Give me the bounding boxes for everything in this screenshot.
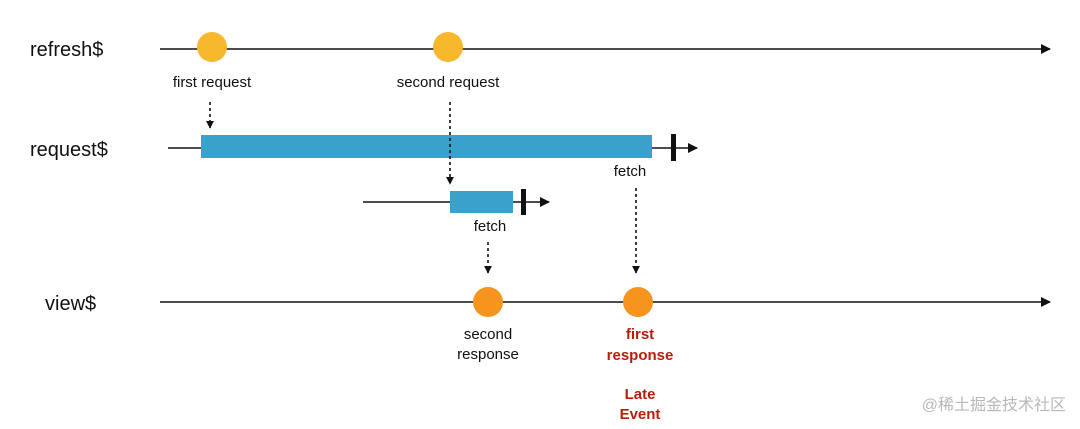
first-response-label-line1: first [626,326,654,343]
first-request-marble [197,32,227,62]
refresh-stream-label: refresh$ [30,39,103,61]
second-request-label: second request [397,74,500,91]
late-event-label-line1: Late [625,386,656,403]
second-response-marble [473,287,503,317]
first-fetch-bar [201,135,652,158]
first-request-label: first request [173,74,252,91]
first-response-label-line2: response [607,347,674,364]
second-fetch-bar [450,191,513,213]
first-fetch-complete-marker [671,134,676,161]
late-event-label-line2: Event [620,406,661,423]
second-fetch-complete-marker [521,189,526,215]
request-stream-label: request$ [30,139,108,161]
second-response-label-line1: second [464,326,512,343]
first-response-marble [623,287,653,317]
second-response-label-line2: response [457,346,519,363]
first-fetch-label: fetch [614,163,647,180]
view-stream-label: view$ [45,293,96,315]
watermark: @稀土掘金技术社区 [922,396,1066,414]
second-request-marble [433,32,463,62]
second-fetch-label: fetch [474,218,507,235]
